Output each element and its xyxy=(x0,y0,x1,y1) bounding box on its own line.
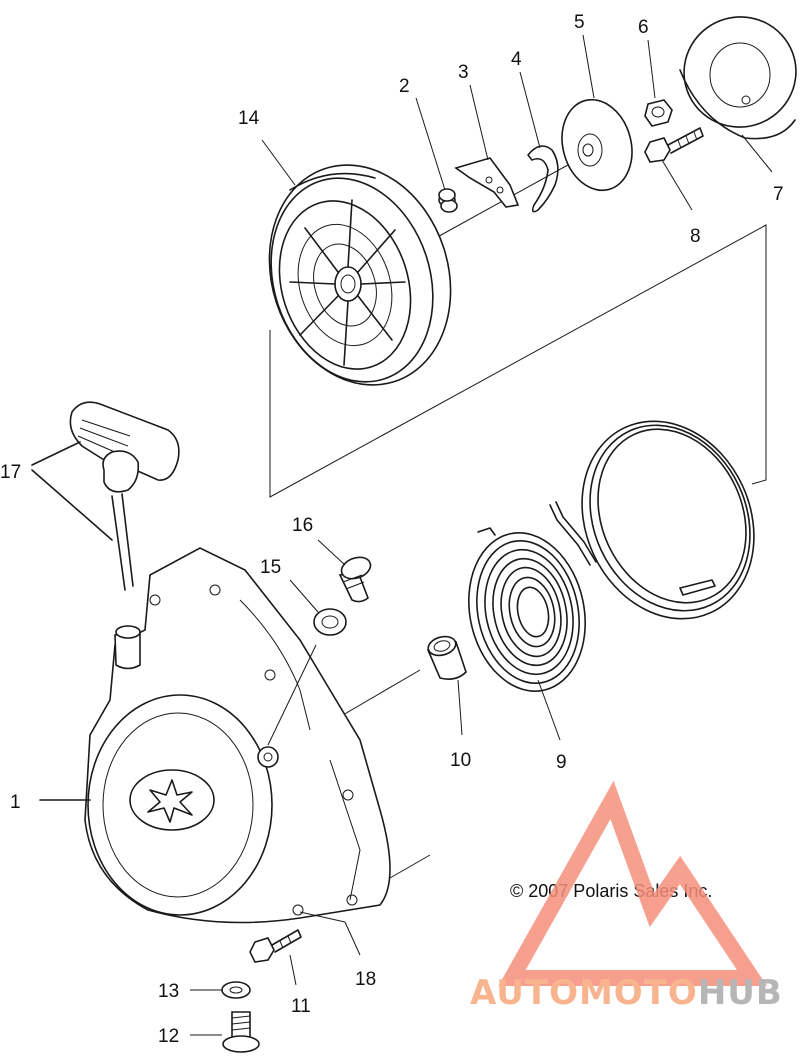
part-9-recoil-spring xyxy=(468,527,586,692)
callout-9: 9 xyxy=(556,752,567,773)
callout-1: 1 xyxy=(10,792,21,813)
part-14-pulley xyxy=(268,164,452,386)
svg-text:AUTOMOTOHUB: AUTOMOTOHUB xyxy=(470,973,783,1013)
callout-12: 12 xyxy=(158,1026,179,1047)
callout-17: 17 xyxy=(0,462,21,483)
callout-5: 5 xyxy=(574,12,585,33)
callout-8: 8 xyxy=(690,226,701,247)
part-4-clip xyxy=(527,145,559,213)
leader-lines xyxy=(261,34,773,741)
part-16-plug xyxy=(338,556,372,603)
part-1-housing xyxy=(39,547,391,956)
part-3-pawl xyxy=(454,157,520,208)
part-8-bolt xyxy=(644,127,704,163)
callout-7: 7 xyxy=(773,184,784,205)
part-11-bolt xyxy=(249,929,302,986)
part-13-washer xyxy=(190,981,251,999)
part-2-spring xyxy=(438,188,458,213)
callout-18: 18 xyxy=(355,969,376,990)
watermark-text-automoto: AUTOMOTO xyxy=(470,973,698,1013)
callout-13: 13 xyxy=(158,981,179,1002)
callout-3: 3 xyxy=(458,62,469,83)
part-10-bushing xyxy=(426,635,467,680)
callout-10: 10 xyxy=(450,750,471,771)
callout-11: 11 xyxy=(291,996,311,1017)
callout-6: 6 xyxy=(638,17,649,38)
part-6-nut xyxy=(644,99,673,127)
watermark-text-hub: HUB xyxy=(698,973,783,1013)
callout-15: 15 xyxy=(260,557,281,578)
part-17-handle xyxy=(31,401,180,591)
watermark-logo: AUTOMOTOHUB xyxy=(470,780,783,1013)
callout-2: 2 xyxy=(399,76,410,97)
starter-rope-coil xyxy=(549,420,755,620)
callout-labels: 1 2 3 4 5 6 7 8 9 10 11 12 13 14 15 16 1… xyxy=(0,12,784,1047)
callout-4: 4 xyxy=(511,49,522,70)
part-5-plate xyxy=(561,98,633,192)
callout-14: 14 xyxy=(238,108,260,129)
callout-16: 16 xyxy=(292,515,313,536)
watermark-triangle-icon xyxy=(498,780,767,986)
part-15-washer xyxy=(313,608,347,636)
part-12-screw xyxy=(190,1011,260,1053)
part-7-cup xyxy=(679,16,797,140)
